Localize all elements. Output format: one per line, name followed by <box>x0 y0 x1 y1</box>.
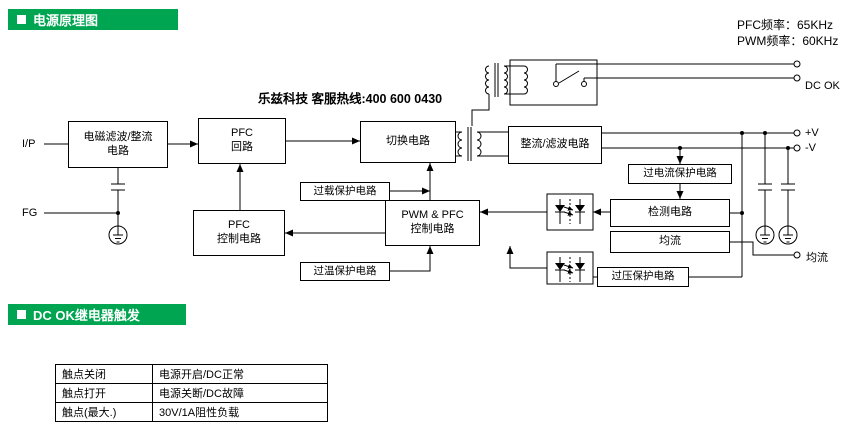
bullet-square-icon <box>17 15 26 24</box>
optocoupler-1-icon <box>546 193 594 231</box>
block-overload-protection: 过载保护电路 <box>300 182 390 201</box>
pfc-frequency-note: PFC频率：65KHz <box>737 18 834 32</box>
terminal-label-v-minus: -V <box>805 142 816 154</box>
table-value: 电源关断/DC故障 <box>152 383 328 403</box>
terminal-label-current-share: 均流 <box>806 252 828 264</box>
terminal-label-fg: FG <box>22 207 38 219</box>
block-rectifier-filter: 整流/滤波电路 <box>508 126 602 164</box>
junction-dots <box>116 131 790 215</box>
table-value: 电源开启/DC正常 <box>152 364 328 384</box>
service-hotline-watermark: 乐兹科技 客服热线:400 600 0430 <box>258 92 443 106</box>
block-overtemp-protection: 过温保护电路 <box>300 262 390 281</box>
optocoupler-2-icon <box>546 251 594 285</box>
aux-transformer-icon <box>471 63 524 126</box>
block-overcurrent-protection: 过电流保护电路 <box>628 164 732 184</box>
terminal-label-v-plus: +V <box>805 127 819 139</box>
transformer-icon <box>457 127 482 161</box>
block-switching-circuit: 切换电路 <box>360 121 456 163</box>
table-value: 30V/1A阻性负载 <box>152 402 328 422</box>
relay-icon <box>509 59 598 106</box>
bullet-square-icon <box>17 310 26 319</box>
block-current-share: 均流 <box>610 231 730 253</box>
section2-title: DC OK继电器触发 <box>33 308 140 323</box>
table-row: 触点(最大.) 30V/1A阻性负载 <box>55 402 328 422</box>
block-overvoltage-protection: 过压保护电路 <box>597 267 689 287</box>
block-detection-circuit: 检测电路 <box>610 199 730 227</box>
block-emi-filter-rectifier: 电磁滤波/整流 电路 <box>68 121 168 168</box>
block-pfc-control: PFC 控制电路 <box>193 210 285 256</box>
block-pfc-loop: PFC 回路 <box>198 118 286 164</box>
pwm-frequency-note: PWM频率：60KHz <box>737 34 839 48</box>
output-terminal-circles <box>793 60 801 259</box>
earth-ground-icon <box>108 225 128 245</box>
section-header-schematic: 电源原理图 <box>8 9 178 30</box>
earth-ground-icon <box>755 225 775 245</box>
wires <box>44 59 798 285</box>
block-pwm-pfc-control: PWM & PFC 控制电路 <box>385 200 480 246</box>
table-row: 触点关闭 电源开启/DC正常 <box>55 364 328 384</box>
terminal-label-input: I/P <box>22 138 36 150</box>
table-key: 触点关闭 <box>55 364 153 384</box>
section-header-dcok-relay: DC OK继电器触发 <box>8 304 186 325</box>
relay-contact-table: 触点关闭 电源开启/DC正常 触点打开 电源关断/DC故障 触点(最大.) 30… <box>55 364 328 422</box>
table-key: 触点打开 <box>55 383 153 403</box>
section1-title: 电源原理图 <box>33 13 99 28</box>
earth-ground-icon <box>778 225 798 245</box>
table-key: 触点(最大.) <box>55 402 153 422</box>
table-row: 触点打开 电源关断/DC故障 <box>55 383 328 403</box>
terminal-label-dc-ok: DC OK <box>805 80 840 92</box>
frequency-notes: PFC频率：65KHz PWM频率：60KHz <box>737 17 838 49</box>
